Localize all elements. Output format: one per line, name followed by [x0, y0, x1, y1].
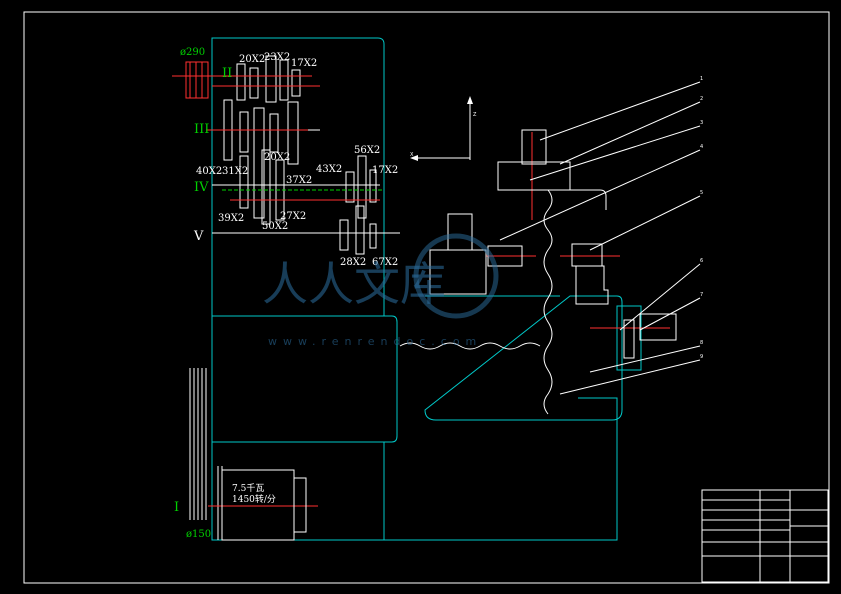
shaft-label-ii: II [222, 66, 232, 81]
leader-number: 7 [700, 292, 703, 298]
gear-label: 17X2 [291, 58, 317, 69]
base-body [211, 397, 618, 541]
leader-number: 3 [700, 120, 703, 126]
gear-label: 17X2 [372, 165, 398, 176]
shaft-label-iv: IV [194, 180, 209, 195]
shaft-label-v: V [193, 229, 204, 244]
motor-power: 7.5千瓦 [232, 483, 264, 494]
leader-lines [499, 81, 701, 395]
motor-end-cap [293, 477, 307, 533]
gear-label: 27X2 [280, 211, 306, 222]
headstock-housing [211, 37, 385, 317]
axis-label-z: Z [473, 112, 477, 118]
pulley-icon [185, 61, 209, 99]
motor-body [221, 469, 295, 541]
gear-label: 20X2 [264, 152, 290, 163]
gear-label: 20X2 [239, 54, 265, 65]
gear-label: 56X2 [354, 145, 380, 156]
leader-number: 6 [700, 258, 703, 264]
gear-label: 31X2 [222, 166, 248, 177]
leader-number: 9 [700, 354, 703, 360]
spindle-arm [570, 189, 607, 210]
break-line-vertical [543, 189, 553, 415]
handwheel-box [639, 313, 677, 341]
outer-frame [23, 11, 830, 584]
feed-gearbox [575, 265, 609, 305]
motor-pulley-diameter: ø150 [186, 529, 211, 540]
shaft-label-i: I [174, 500, 179, 515]
gear-label: 28X2 [340, 257, 366, 268]
break-line-horizontal [399, 342, 541, 350]
gear-label: 50X2 [262, 221, 288, 232]
title-block [701, 489, 829, 583]
gear-label: 40X2 [196, 166, 222, 177]
shaft-label-iii: III [194, 122, 209, 137]
gear-label: 23X2 [264, 52, 290, 63]
center-lines [172, 75, 670, 507]
leader-number: 2 [700, 96, 703, 102]
worm-gear [623, 319, 635, 359]
watermark-text: 人人文库 [262, 257, 446, 311]
spindle-column [521, 129, 547, 165]
leader-number: 5 [700, 190, 703, 196]
gear-label: 43X2 [316, 164, 342, 175]
gear-label: 39X2 [218, 213, 244, 224]
leader-number: 8 [700, 340, 703, 346]
spindle-head [497, 161, 571, 191]
axis-label-x: X [410, 152, 414, 158]
machine-foot [189, 368, 223, 540]
gearbox-body [211, 315, 398, 443]
gear-label: 37X2 [286, 175, 312, 186]
leader-number: 1 [700, 76, 703, 82]
pulley-diameter: ø290 [180, 47, 205, 58]
feed-motor [571, 243, 603, 267]
watermark-url: www.renrendoc.com [268, 335, 482, 348]
axis-arrows [410, 96, 473, 161]
leader-number: 4 [700, 144, 703, 150]
motor-speed: 1450转/分 [232, 493, 276, 505]
watermark-ring [413, 233, 499, 319]
gear-label: 67X2 [372, 257, 398, 268]
gear-cover [616, 305, 642, 371]
cutter-coupling [447, 213, 473, 251]
